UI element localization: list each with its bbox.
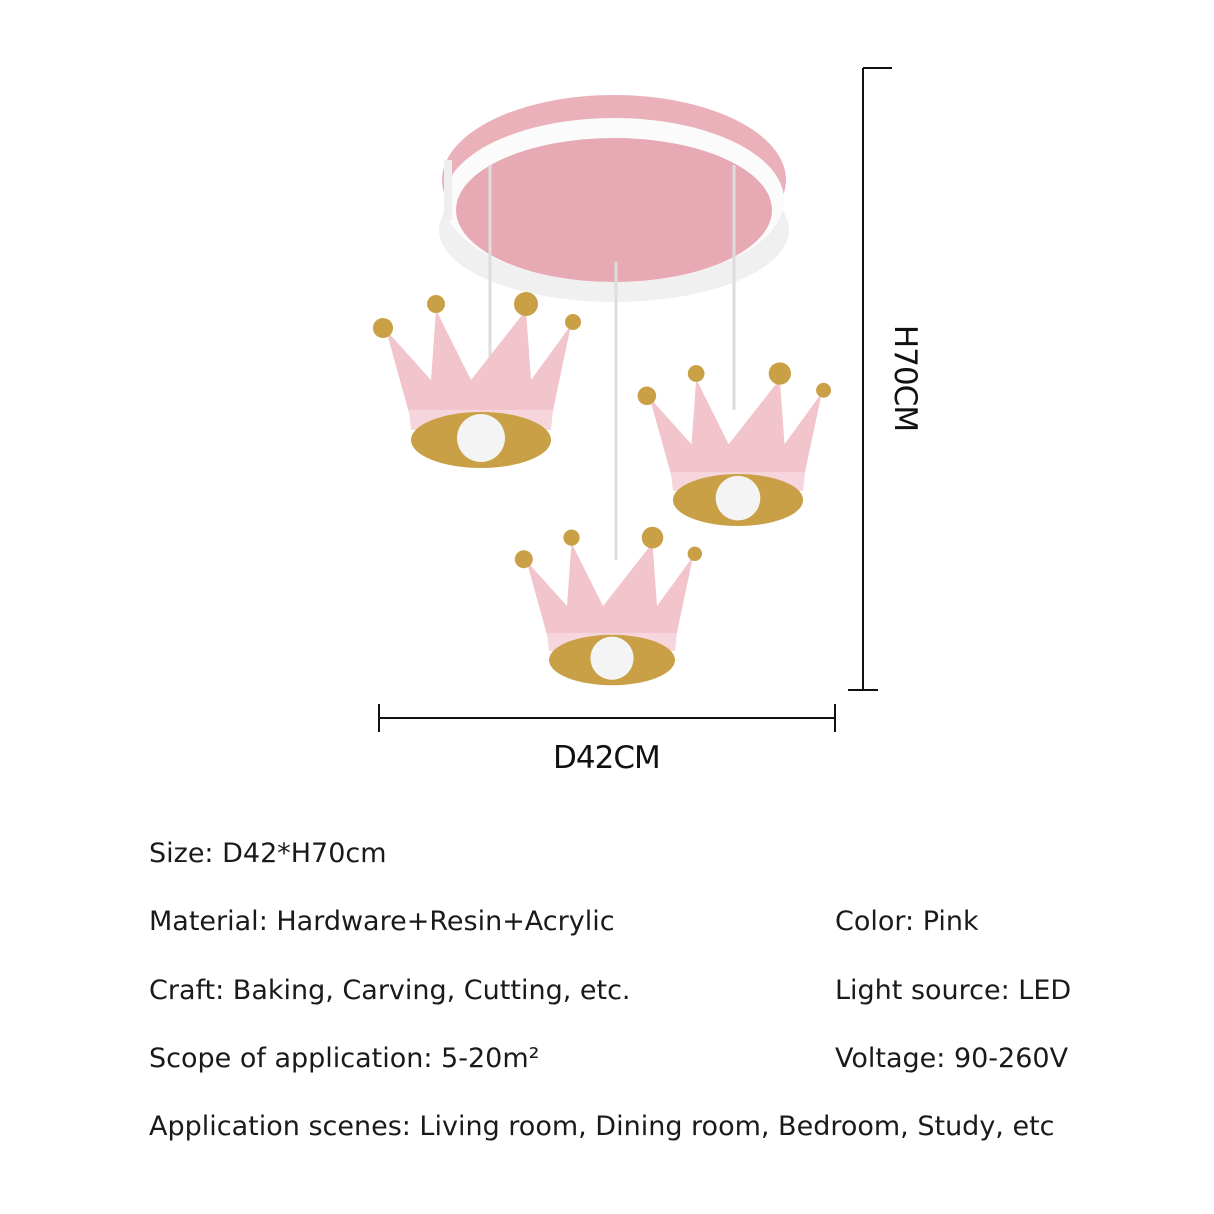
crown-pendant-shade: [514, 526, 702, 686]
crown-pendant-shade: [373, 292, 581, 468]
bulb-icon: [590, 636, 634, 680]
spec-color: Color: Pink: [835, 906, 979, 937]
height-label: H70CM: [887, 324, 923, 432]
bulb-icon: [457, 414, 505, 462]
spec-scenes: Application scenes: Living room, Dining …: [149, 1111, 1055, 1142]
spec-craft: Craft: Baking, Carving, Cutting, etc.: [149, 975, 631, 1006]
crown-pendant-shade: [637, 362, 831, 527]
spec-light-source: Light source: LED: [835, 975, 1072, 1006]
spec-scope: Scope of application: 5-20m²: [149, 1043, 540, 1074]
ceiling-canopy: [439, 95, 789, 302]
spec-size: Size: D42*H70cm: [149, 838, 387, 869]
pendant-cords: [488, 165, 736, 560]
bulb-icon: [715, 475, 761, 521]
height-dimension-line: [848, 67, 892, 691]
diameter-label: D42CM: [553, 740, 661, 776]
spec-material: Material: Hardware+Resin+Acrylic: [149, 906, 615, 937]
spec-voltage: Voltage: 90-260V: [835, 1043, 1069, 1074]
diameter-dimension-line: [378, 704, 836, 732]
